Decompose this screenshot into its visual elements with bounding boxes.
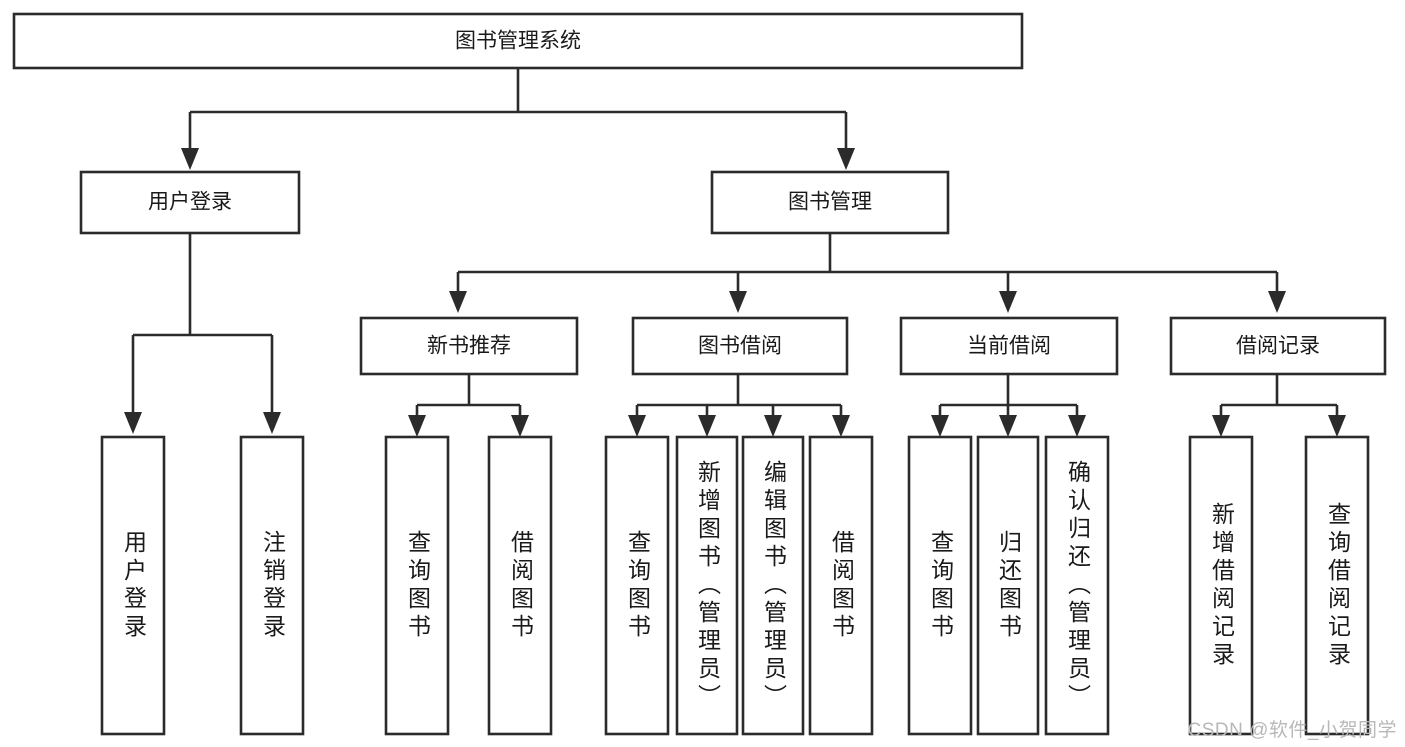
node-borrow-record[interactable] — [1169, 316, 1387, 376]
node-borrow-record-label: 借阅记录 — [1236, 335, 1320, 358]
leaf-box-logout-login[interactable] — [239, 435, 305, 736]
node-user-login[interactable] — [79, 170, 301, 235]
node-current-borrow-label: 当前借阅 — [967, 335, 1051, 358]
leaf-box-edit-book[interactable] — [741, 435, 805, 736]
node-user-login-label: 用户登录 — [148, 191, 232, 214]
connector-newbook-to-leaves — [408, 374, 529, 437]
leaf-box-borrow-book-2[interactable] — [808, 435, 874, 736]
node-book-management[interactable] — [710, 170, 950, 235]
node-new-book-recommend-label: 新书推荐 — [427, 335, 511, 358]
connector-currentborrow-to-leaves — [931, 374, 1086, 437]
node-book-borrow-label: 图书借阅 — [698, 335, 782, 358]
node-current-borrow[interactable] — [899, 316, 1119, 376]
node-root-label: 图书管理系统 — [455, 30, 581, 53]
connector-borrowrecord-to-leaves — [1212, 374, 1346, 437]
leaf-box-query-book-1[interactable] — [384, 435, 450, 736]
leaf-box-query-book-3[interactable] — [907, 435, 973, 736]
leaf-box-add-record[interactable] — [1188, 435, 1254, 736]
leaf-box-query-book-2[interactable] — [604, 435, 670, 736]
connector-bookborrow-to-leaves — [628, 374, 850, 437]
watermark-text: CSDN @软件_小贺同学 — [1187, 720, 1397, 741]
leaf-box-user-login[interactable] — [100, 435, 166, 736]
node-book-management-label: 图书管理 — [788, 191, 872, 214]
connector-root-to-level2 — [181, 68, 855, 170]
leaf-box-return-book[interactable] — [976, 435, 1040, 736]
connector-userlogin-to-leaves — [124, 233, 281, 434]
node-root[interactable] — [12, 12, 1024, 70]
node-new-book-recommend[interactable] — [359, 316, 579, 376]
leaf-box-confirm-return[interactable] — [1044, 435, 1110, 736]
leaf-box-add-book[interactable] — [675, 435, 739, 736]
leaf-box-borrow-book-1[interactable] — [487, 435, 553, 736]
leaf-box-query-record[interactable] — [1304, 435, 1370, 736]
node-book-borrow[interactable] — [631, 316, 849, 376]
connector-bookmgmt-to-level3 — [449, 233, 1286, 313]
